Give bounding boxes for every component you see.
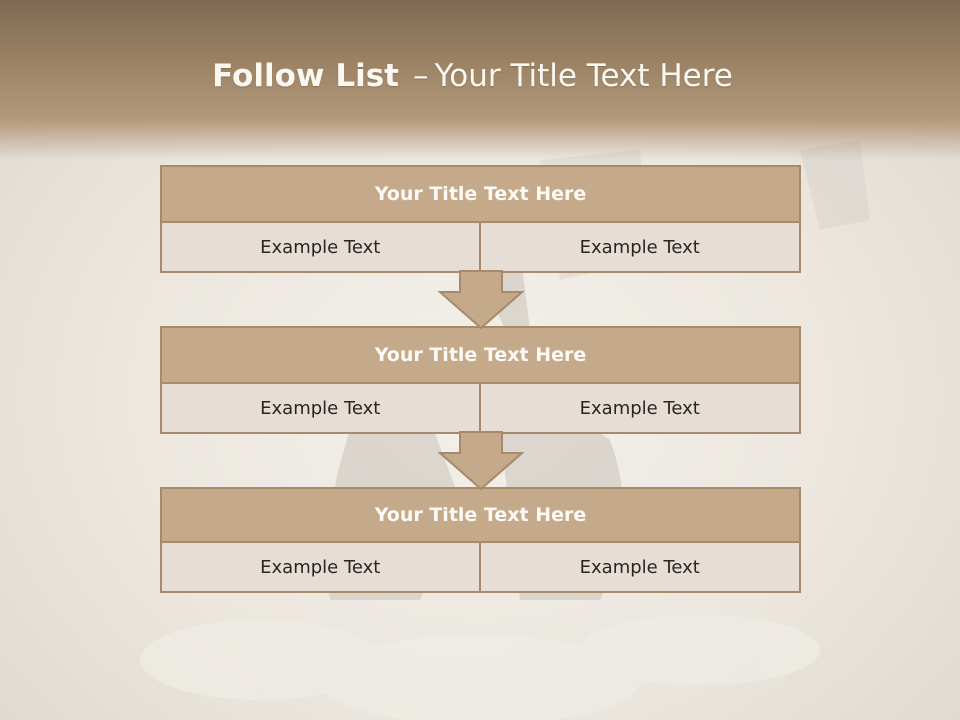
step-row: Example Text Example Text — [160, 384, 801, 434]
step-block-2: Your Title Text Here Example Text Exampl… — [160, 326, 801, 434]
title-bold-part: Follow List — [212, 58, 399, 94]
down-arrow-icon — [438, 270, 524, 330]
step-block-1: Your Title Text Here Example Text Exampl… — [160, 165, 801, 273]
step-cell-right: Example Text — [480, 543, 801, 593]
step-cell-left: Example Text — [160, 543, 481, 593]
slide-title: Follow List–Your Title Text Here — [0, 54, 945, 98]
title-regular-part: Your Title Text Here — [434, 58, 733, 94]
header-band — [0, 0, 960, 160]
down-arrow-icon — [438, 431, 524, 491]
step-row: Example Text Example Text — [160, 223, 801, 273]
title-dash: – — [412, 58, 429, 94]
step-block-3: Your Title Text Here Example Text Exampl… — [160, 487, 801, 593]
step-cell-left: Example Text — [160, 384, 481, 434]
step-title: Your Title Text Here — [160, 165, 801, 223]
step-row: Example Text Example Text — [160, 543, 801, 593]
step-title: Your Title Text Here — [160, 487, 801, 543]
step-cell-right: Example Text — [480, 223, 801, 273]
step-title: Your Title Text Here — [160, 326, 801, 384]
step-cell-right: Example Text — [480, 384, 801, 434]
step-cell-left: Example Text — [160, 223, 481, 273]
